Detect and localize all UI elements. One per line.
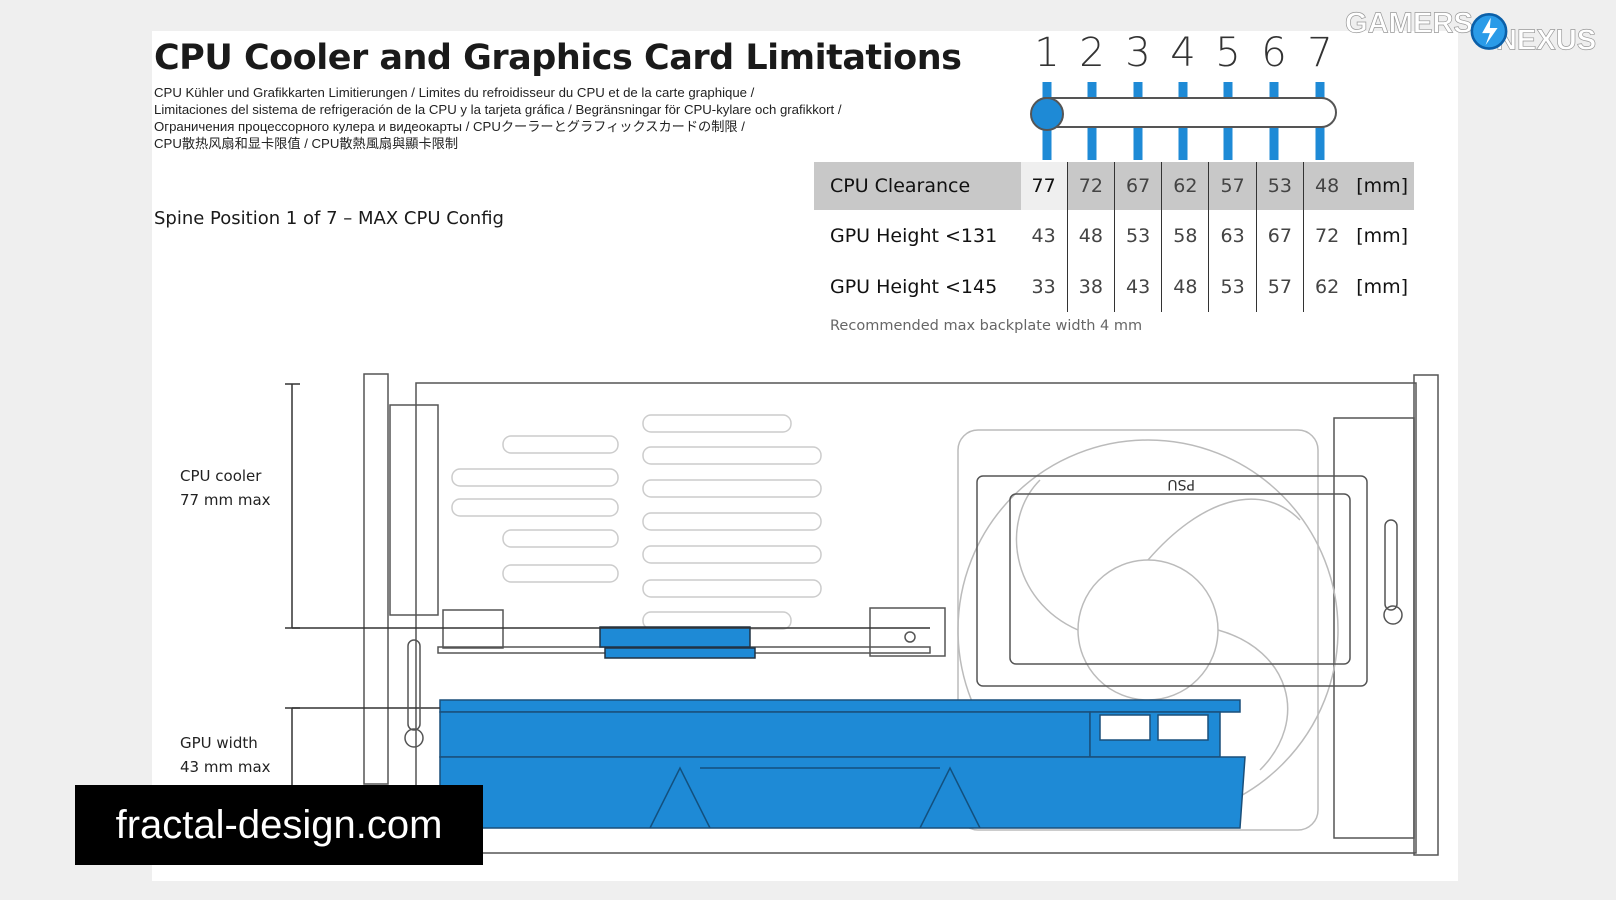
- unit: [mm]: [1356, 275, 1409, 298]
- cell: 48: [1066, 210, 1115, 261]
- table-row: GPU Height <145 33 38 43 48 53 57 62 [mm…: [814, 261, 1414, 312]
- table-row: CPU Clearance 77 72 67 62 57 53 48 [mm]: [814, 162, 1414, 210]
- cell: 67: [1255, 210, 1304, 261]
- gamers-nexus-logo: GAMERS NEXUS: [1345, 7, 1597, 52]
- config-label: Spine Position 1 of 7 – MAX CPU Config: [154, 208, 504, 229]
- subtitle-translations: CPU Kühler und Grafikkarten Limitierunge…: [154, 84, 842, 152]
- cell: 58: [1161, 210, 1209, 261]
- cell: 53: [1208, 261, 1257, 312]
- row-label: GPU Height <131: [830, 224, 998, 247]
- cell: 63: [1208, 210, 1257, 261]
- cell: 48: [1161, 261, 1209, 312]
- backplate-note: Recommended max backplate width 4 mm: [830, 318, 1143, 334]
- cell: 57: [1208, 162, 1257, 210]
- spine-scale-left: [404, 639, 424, 748]
- row-label: CPU Clearance: [830, 175, 971, 197]
- cell: 72: [1066, 162, 1115, 210]
- gpu-width-title: GPU width: [180, 734, 258, 752]
- spine-scale-right: [1383, 519, 1403, 625]
- graphics-card: [439, 699, 1246, 829]
- position-number: 7: [1307, 30, 1333, 76]
- cell: 33: [1031, 275, 1056, 298]
- cell: 77: [1020, 162, 1068, 210]
- cpu-cooler-label: CPU cooler 77 mm max: [180, 464, 271, 512]
- svg-text:NEXUS: NEXUS: [1496, 24, 1596, 52]
- slider-knob[interactable]: [1030, 97, 1064, 131]
- cell: 72: [1302, 210, 1351, 261]
- position-number: 1: [1034, 30, 1060, 76]
- svg-text:GAMERS: GAMERS: [1345, 7, 1473, 39]
- psu-label: PSU: [1167, 476, 1195, 492]
- subtitle-line: Limitaciones del sistema de refrigeració…: [154, 102, 842, 117]
- cell: 57: [1255, 261, 1304, 312]
- position-number: 2: [1079, 30, 1105, 76]
- gpu-width-max: 43 mm max: [180, 758, 271, 776]
- spine-position-slider[interactable]: [1031, 97, 1337, 128]
- cell: 67: [1113, 162, 1162, 210]
- gpu-width-label: GPU width 43 mm max: [180, 731, 271, 779]
- subtitle-line: Ограничения процессорного кулера и видео…: [154, 119, 745, 134]
- table-row: GPU Height <131 43 48 53 58 63 67 72 [mm…: [814, 210, 1414, 261]
- psu-bracket: [976, 475, 1368, 687]
- cell: 53: [1113, 210, 1162, 261]
- position-number: 5: [1215, 30, 1241, 76]
- chassis-outline: [363, 373, 1439, 856]
- cpu-cooler-title: CPU cooler: [180, 467, 262, 485]
- source-caption: fractal-design.com: [75, 785, 483, 865]
- clearance-table: CPU Clearance 77 72 67 62 57 53 48 [mm] …: [814, 162, 1414, 312]
- cell: 43: [1113, 261, 1162, 312]
- position-number: 4: [1170, 30, 1196, 76]
- cell: 53: [1255, 162, 1304, 210]
- cpu-cooler-block: [599, 626, 756, 659]
- unit: [mm]: [1356, 175, 1409, 197]
- cell: 62: [1161, 162, 1209, 210]
- cpu-cooler-max: 77 mm max: [180, 491, 271, 509]
- cell: 38: [1066, 261, 1115, 312]
- cell: 62: [1302, 261, 1351, 312]
- dimension-lines: [285, 383, 930, 790]
- subtitle-line: CPU散热风扇和显卡限值 / CPU散熱風扇與顯卡限制: [154, 136, 459, 151]
- cell: 48: [1302, 162, 1351, 210]
- position-number: 6: [1261, 30, 1287, 76]
- unit: [mm]: [1356, 224, 1409, 247]
- page-title: CPU Cooler and Graphics Card Limitations: [154, 38, 962, 78]
- row-label: GPU Height <145: [830, 275, 998, 298]
- vent-slots: [451, 414, 822, 630]
- position-number: 3: [1125, 30, 1151, 76]
- cell: 43: [1031, 224, 1056, 247]
- subtitle-line: CPU Kühler und Grafikkarten Limitierunge…: [154, 85, 755, 100]
